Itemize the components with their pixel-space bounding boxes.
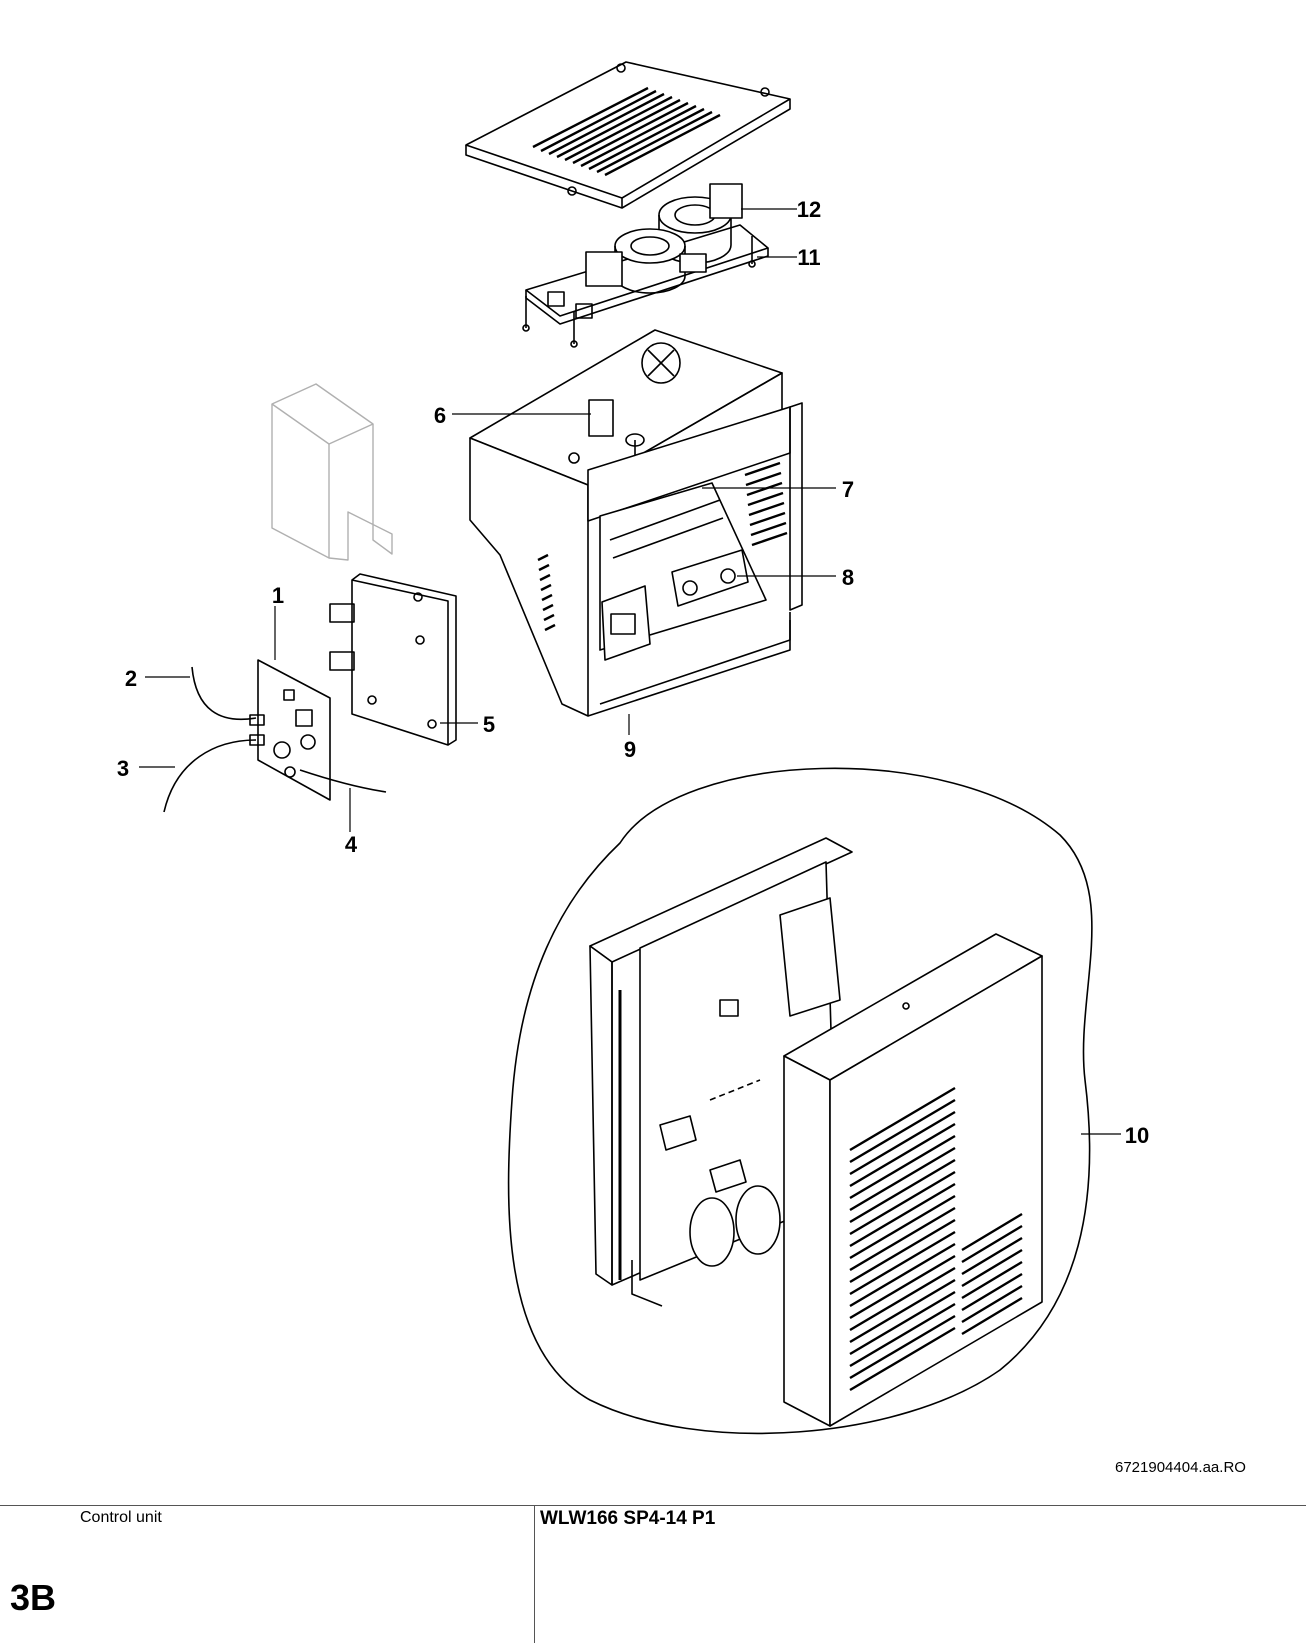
main-housing xyxy=(469,329,803,717)
callout-1: 1 xyxy=(272,583,284,608)
section-title: Control unit xyxy=(80,1509,162,1526)
callout-9: 9 xyxy=(624,737,636,762)
callout-12: 12 xyxy=(797,197,821,222)
callout-3: 3 xyxy=(117,756,129,781)
mounting-bracket xyxy=(329,573,457,746)
control-pcb xyxy=(249,659,331,801)
callout-6: 6 xyxy=(434,403,446,428)
callout-2: 2 xyxy=(125,666,137,691)
section-code: 3B xyxy=(10,1577,57,1618)
filter-board xyxy=(522,183,769,348)
footer-divider xyxy=(0,1505,1306,1506)
callout-10: 10 xyxy=(1125,1123,1149,1148)
ghost-cover xyxy=(271,383,393,561)
top-cover-plate xyxy=(465,61,791,209)
model-name: WLW166 SP4-14 P1 xyxy=(540,1508,716,1529)
callout-11: 11 xyxy=(797,245,820,270)
callout-5: 5 xyxy=(483,712,495,737)
leader-lines xyxy=(139,208,1121,1135)
callout-4: 4 xyxy=(345,832,358,857)
figure-reference: 6721904404.aa.RO xyxy=(1115,1459,1246,1476)
footer-column-divider xyxy=(534,1505,535,1643)
exploded-parts-diagram: 12 11 6 7 8 9 1 2 3 4 5 10 xyxy=(117,61,1149,1435)
callout-8: 8 xyxy=(842,565,854,590)
cables xyxy=(163,666,387,813)
callout-7: 7 xyxy=(842,477,854,502)
lower-assembly xyxy=(507,767,1093,1435)
